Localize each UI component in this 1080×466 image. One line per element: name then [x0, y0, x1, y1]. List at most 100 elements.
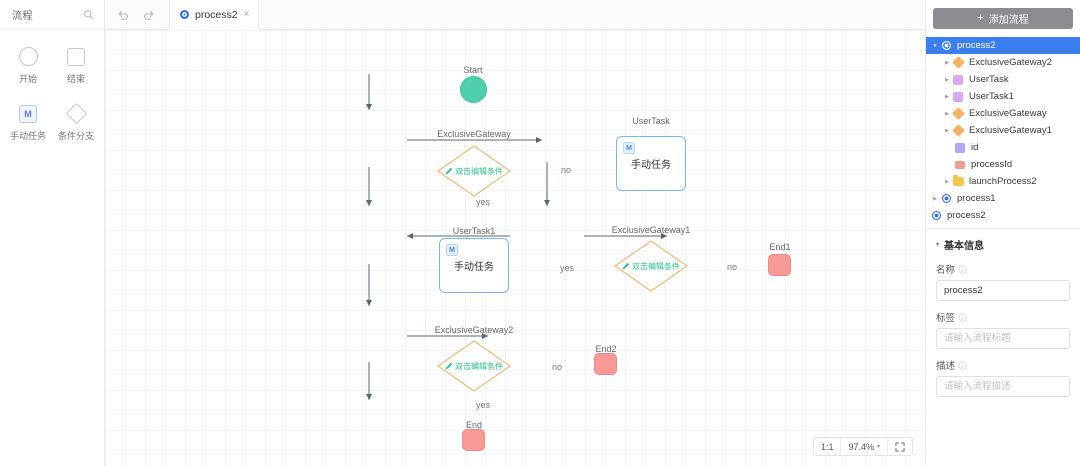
tab-label: process2	[195, 8, 238, 21]
section-title: 基本信息	[944, 241, 985, 252]
gateway-edit-hint[interactable]: 双击编辑条件	[437, 145, 511, 197]
node-label-usertask1: UserTask1	[452, 226, 496, 236]
redo-icon[interactable]	[143, 9, 155, 21]
tree-item-label: process2	[947, 210, 986, 221]
pencil-icon	[445, 362, 453, 370]
palette-title: 流程	[12, 11, 33, 22]
chevron-right-icon[interactable]: ▶	[945, 93, 949, 100]
process-icon	[930, 210, 942, 222]
chevron-right-icon[interactable]: ▶	[945, 178, 949, 185]
chevron-down-icon[interactable]: ▼	[932, 42, 938, 49]
gateway-icon	[951, 124, 965, 137]
tree-item-exclusivegateway[interactable]: ▶ ExclusiveGateway	[926, 105, 1080, 122]
tree-item-label: process1	[957, 193, 996, 204]
palette-item-manual-task[interactable]: M 手动任务	[4, 101, 52, 144]
palette-item-start[interactable]: 开始	[4, 44, 52, 87]
processid-icon	[954, 159, 966, 171]
node-label-end2: End2	[595, 344, 617, 354]
add-process-button[interactable]: + 添加流程	[933, 8, 1073, 29]
chevron-right-icon[interactable]: ▶	[945, 59, 949, 66]
search-icon[interactable]	[83, 9, 94, 20]
plus-icon: +	[977, 12, 984, 24]
field-label-label: 标签	[936, 310, 1070, 324]
undo-icon[interactable]	[117, 9, 129, 21]
pencil-icon	[622, 262, 630, 270]
zoom-reset-button[interactable]: 1:1	[814, 438, 842, 455]
tree-item-launchprocess2[interactable]: ▶ launchProcess2	[926, 173, 1080, 190]
tree-item-label: ExclusiveGateway	[969, 108, 1047, 119]
tree-item-label: id	[971, 142, 979, 153]
field-name: 名称	[936, 262, 1070, 301]
gateway-edit-hint[interactable]: 双击编辑条件	[614, 240, 688, 292]
pencil-icon	[445, 167, 453, 175]
manual-task-icon: M	[18, 103, 39, 124]
tree-item-label: UserTask1	[969, 91, 1014, 102]
chevron-right-icon[interactable]: ▶	[945, 76, 949, 83]
close-icon[interactable]: ×	[243, 8, 250, 20]
info-icon	[958, 312, 967, 322]
basic-info-header[interactable]: ▾ 基本信息	[936, 237, 1070, 252]
usertask-icon	[952, 91, 964, 103]
fit-screen-icon[interactable]	[888, 438, 912, 455]
zoom-level-select[interactable]: 97.4% ▾	[841, 438, 888, 455]
tree-item-process2[interactable]: ▼ process2	[926, 37, 1080, 54]
node-exclusive-gateway1[interactable]: 双击编辑条件	[614, 240, 688, 292]
palette-item-condition[interactable]: 条件分支	[52, 101, 100, 144]
chevron-right-icon[interactable]: ▶	[933, 195, 937, 202]
flow-canvas[interactable]: Start ExclusiveGateway UserTask UserTask…	[105, 30, 925, 466]
info-icon	[958, 360, 967, 370]
palette-item-end[interactable]: 结束	[52, 44, 100, 87]
tab-process2[interactable]: process2 ×	[169, 0, 260, 30]
node-usertask1-text: 手动任务	[454, 262, 494, 273]
name-input[interactable]	[936, 280, 1070, 301]
tree-item-process2-root[interactable]: process2	[926, 207, 1080, 224]
node-start[interactable]	[460, 76, 487, 103]
node-end1[interactable]	[768, 254, 791, 276]
palette-item-label: 开始	[18, 74, 37, 84]
manual-task-badge: M	[19, 104, 37, 123]
chevron-right-icon[interactable]: ▶	[945, 110, 949, 117]
edge-label-yes: yes	[475, 197, 491, 207]
id-icon	[954, 142, 966, 154]
node-end[interactable]	[462, 429, 485, 451]
tree-item-id[interactable]: id	[926, 139, 1080, 156]
field-description: 描述	[936, 358, 1070, 397]
square-icon	[66, 46, 87, 67]
tree-item-label: UserTask	[969, 74, 1009, 85]
node-end2[interactable]	[594, 353, 617, 375]
chevron-right-icon[interactable]: ▶	[945, 127, 949, 134]
tree-item-processid[interactable]: processId	[926, 156, 1080, 173]
palette-item-label: 条件分支	[57, 131, 94, 141]
node-label-start: Start	[463, 65, 483, 75]
node-exclusive-gateway[interactable]: 双击编辑条件	[437, 145, 511, 197]
field-label: 标签	[936, 310, 1070, 349]
node-usertask-text: 手动任务	[631, 160, 671, 171]
info-icon	[958, 264, 967, 274]
tree-item-process1[interactable]: ▶ process1	[926, 190, 1080, 207]
label-input[interactable]	[936, 328, 1070, 349]
circle-icon	[18, 46, 39, 67]
node-palette: 流程 开始 结束 M 手动任务	[0, 0, 105, 466]
palette-header: 流程	[0, 0, 104, 30]
process-icon	[940, 40, 952, 52]
gateway-icon	[951, 107, 965, 120]
palette-item-label: 手动任务	[9, 131, 46, 141]
tree-item-usertask[interactable]: ▶ UserTask	[926, 71, 1080, 88]
node-label-gateway1: ExclusiveGateway1	[611, 225, 691, 235]
chevron-down-icon: ▾	[876, 444, 880, 450]
gateway-icon	[951, 56, 965, 69]
tab-bar: process2 ×	[105, 0, 925, 30]
node-usertask[interactable]: M 手动任务	[616, 136, 686, 191]
folder-icon	[952, 175, 964, 188]
description-input[interactable]	[936, 376, 1070, 397]
gateway-edit-hint[interactable]: 双击编辑条件	[437, 340, 511, 392]
node-exclusive-gateway2[interactable]: 双击编辑条件	[437, 340, 511, 392]
flow-edges	[366, 74, 667, 400]
diamond-icon	[65, 102, 87, 125]
tree-item-exclusivegateway1[interactable]: ▶ ExclusiveGateway1	[926, 122, 1080, 139]
node-usertask1[interactable]: M 手动任务	[439, 238, 509, 293]
tree-item-exclusivegateway2[interactable]: ▶ ExclusiveGateway2	[926, 54, 1080, 71]
manual-task-icon: M	[446, 244, 458, 256]
edge-label-no: no	[726, 262, 738, 272]
tree-item-usertask1[interactable]: ▶ UserTask1	[926, 88, 1080, 105]
